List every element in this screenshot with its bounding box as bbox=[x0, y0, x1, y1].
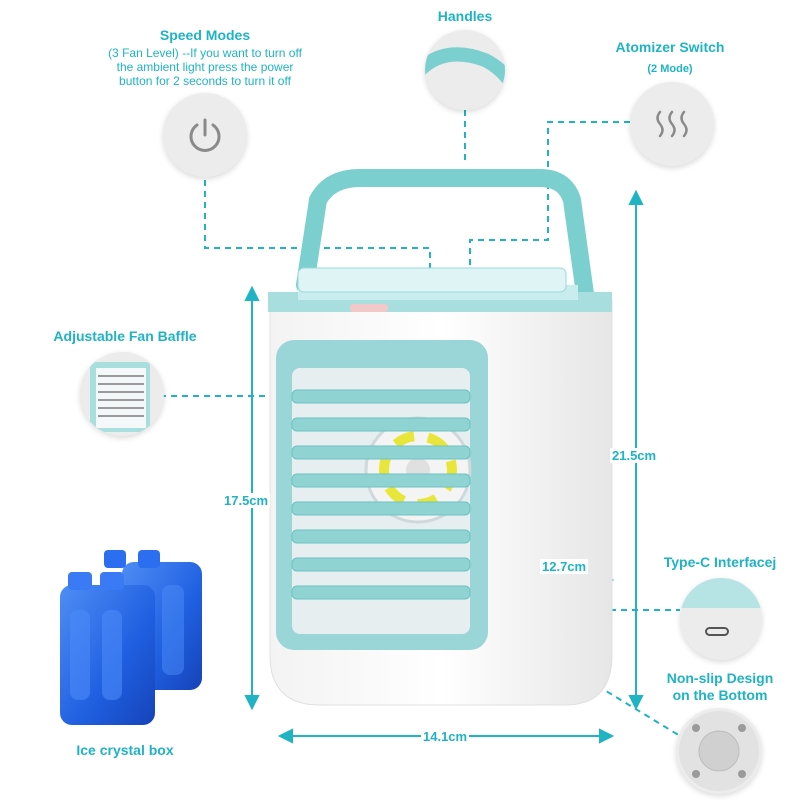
type-c-title: Type-C Interfacej bbox=[663, 554, 777, 570]
fan-baffle-circle bbox=[80, 352, 164, 436]
width-label: 14.1cm bbox=[421, 729, 470, 744]
height-body-label: 17.5cm bbox=[222, 493, 271, 508]
non-slip-title-2: on the Bottom bbox=[672, 687, 768, 703]
type-c-circle bbox=[680, 578, 762, 660]
ice-box-title: Ice crystal box bbox=[76, 742, 174, 758]
atomizer-circle bbox=[630, 82, 714, 166]
usb-c-port-icon bbox=[680, 578, 762, 636]
handle-detail-icon bbox=[425, 47, 505, 87]
louver-detail-icon bbox=[90, 362, 150, 432]
fan-baffle-title: Adjustable Fan Baffle bbox=[53, 328, 197, 344]
depth-label: 12.7cm bbox=[540, 559, 589, 574]
height-total-label: 21.5cm bbox=[610, 448, 659, 463]
power-button-circle bbox=[163, 93, 247, 177]
steam-icon bbox=[656, 110, 688, 138]
front-panel bbox=[276, 340, 488, 650]
ice-pack-illustration bbox=[60, 550, 202, 725]
speed-modes-desc-1: (3 Fan Level) --If you want to turn off bbox=[108, 46, 302, 60]
atomizer-title: Atomizer Switch bbox=[615, 39, 725, 55]
handles-title: Handles bbox=[437, 8, 493, 24]
power-icon bbox=[189, 118, 221, 152]
speed-modes-title: Speed Modes bbox=[159, 27, 251, 43]
non-slip-circle bbox=[676, 708, 762, 794]
speed-modes-desc-2: the ambient light press the power bbox=[116, 60, 294, 74]
nonslip-connector bbox=[587, 679, 691, 743]
atomizer-subtitle: (2 Mode) bbox=[647, 63, 693, 75]
atomizer-connector bbox=[469, 121, 630, 268]
handles-circle bbox=[425, 30, 505, 110]
speed-modes-desc-3: button for 2 seconds to turn it off bbox=[119, 74, 291, 88]
bottom-view-icon bbox=[679, 711, 759, 791]
non-slip-title-1: Non-slip Design bbox=[666, 670, 774, 686]
